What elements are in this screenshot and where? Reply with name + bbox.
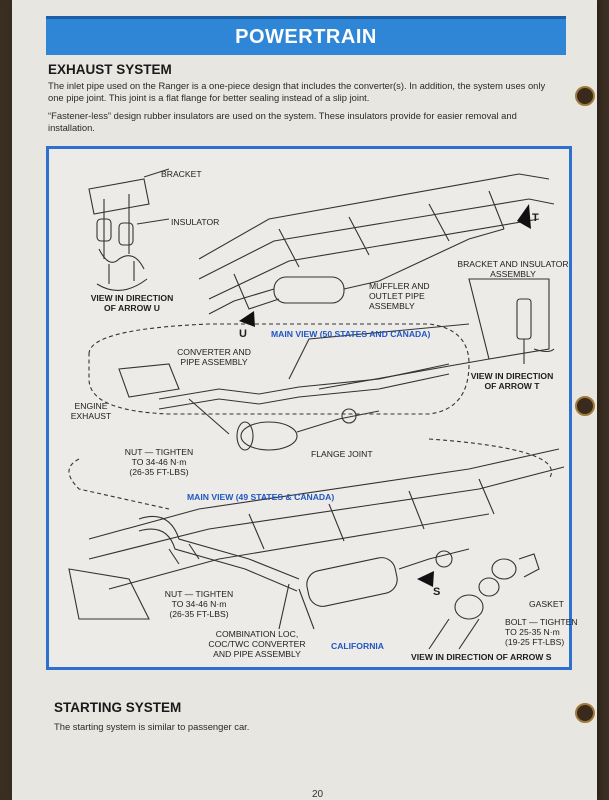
text-line: NUT — TIGHTEN [124, 447, 194, 457]
label-converter: CONVERTER AND PIPE ASSEMBLY [169, 347, 259, 367]
label-arrow-s: S [433, 586, 441, 598]
text-line: The inlet pipe used on the Ranger is a o… [48, 80, 546, 91]
text-line: NUT — TIGHTEN [164, 589, 234, 599]
frame-rails-drawing [198, 173, 555, 310]
text-line: (26-35 FT-LBS) [129, 467, 189, 477]
view-s-drawing [428, 553, 540, 650]
text-line: ASSEMBLY [369, 301, 415, 311]
bracket-view-drawing [88, 168, 170, 291]
label-california: CALIFORNIA [331, 641, 384, 651]
text-line: AND PIPE ASSEMBLY [213, 649, 301, 659]
label-main-view-49: MAIN VIEW (49 STATES & CANADA) [187, 492, 335, 502]
main-view-49-drawing [118, 323, 490, 451]
label-engine-exhaust: ENGINE EXHAUST [61, 401, 121, 421]
muffler-drawing [208, 228, 505, 315]
page-number: 20 [312, 789, 324, 800]
label-main-view-50: MAIN VIEW (50 STATES AND CANADA) [271, 329, 431, 339]
text-line: COMBINATION LOC, [215, 629, 299, 639]
text-line: one pipe joint. This joint is a flat fla… [48, 92, 370, 103]
section-title: POWERTRAIN [235, 25, 377, 48]
text-line: OUTLET PIPE [369, 291, 425, 301]
text-line: CONVERTER AND [177, 347, 251, 357]
label-muffler: MUFFLER AND OUTLET PIPE ASSEMBLY [369, 281, 430, 311]
text-line: VIEW IN DIRECTION [90, 293, 174, 303]
exhaust-paragraph-2: “Fastener-less” design rubber insulators… [48, 110, 573, 134]
starting-paragraph: The starting system is similar to passen… [54, 721, 250, 732]
bracket-t-drawing [468, 278, 555, 364]
arrow-t-marker [517, 204, 531, 229]
exhaust-diagram: BRACKET INSULATOR VIEW IN DIRECTION OF A… [46, 146, 578, 670]
label-bracket: BRACKET [161, 169, 202, 179]
text-line: MUFFLER AND [369, 281, 430, 291]
text-line: BOLT — TIGHTEN [505, 617, 578, 627]
arrow-u-marker [239, 311, 255, 327]
starting-heading: STARTING SYSTEM [54, 700, 182, 715]
text-line: ASSEMBLY [490, 269, 536, 279]
text-line: OF ARROW U [103, 303, 160, 313]
label-view-arrow-s: VIEW IN DIRECTION OF ARROW S [411, 652, 552, 662]
label-gasket: GASKET [529, 599, 564, 609]
arrow-s-marker [417, 571, 434, 587]
text-line: (26-35 FT-LBS) [169, 609, 229, 619]
label-view-arrow-u: VIEW IN DIRECTION OF ARROW U [77, 293, 187, 313]
text-line: TO 34-46 N·m [131, 457, 187, 467]
text-line: “Fastener-less” design rubber insulators… [48, 110, 517, 121]
text-line: installation. [48, 122, 95, 133]
label-view-arrow-t: VIEW IN DIRECTION OF ARROW T [457, 371, 567, 391]
exhaust-heading: EXHAUST SYSTEM [48, 62, 172, 77]
text-line: EXHAUST [70, 411, 112, 421]
label-arrow-u: U [239, 328, 247, 340]
text-line: ENGINE [74, 401, 108, 411]
text-line: TO 25-35 N·m [505, 627, 560, 637]
label-flange-joint: FLANGE JOINT [311, 449, 373, 459]
label-arrow-t: T [532, 212, 539, 224]
label-insulator: INSULATOR [171, 217, 220, 227]
binder-hole [575, 703, 595, 723]
text-line: PIPE ASSEMBLY [180, 357, 248, 367]
text-line: COC/TWC CONVERTER [208, 639, 306, 649]
text-line: TO 34-46 N·m [171, 599, 227, 609]
text-line: OF ARROW T [484, 381, 540, 391]
text-line: VIEW IN DIRECTION [470, 371, 554, 381]
manual-page: POWERTRAIN EXHAUST SYSTEM The inlet pipe… [12, 0, 597, 800]
exhaust-diagram-drawing [68, 168, 565, 650]
exhaust-paragraph-1: The inlet pipe used on the Ranger is a o… [48, 80, 573, 104]
lower-frame-drawing [68, 448, 565, 620]
binder-hole [575, 396, 595, 416]
label-combination-converter: COMBINATION LOC, COC/TWC CONVERTER AND P… [197, 629, 317, 659]
binder-hole [575, 86, 595, 106]
label-nut-torque-2: NUT — TIGHTEN TO 34-46 N·m (26-35 FT-LBS… [149, 589, 249, 619]
label-bolt-torque: BOLT — TIGHTEN TO 25-35 N·m (19-25 FT-LB… [505, 617, 578, 647]
label-nut-torque-1: NUT — TIGHTEN TO 34-46 N·m (26-35 FT-LBS… [109, 447, 209, 477]
text-line: (19-25 FT-LBS) [505, 637, 565, 647]
text-line: BRACKET AND INSULATOR [457, 259, 569, 269]
label-bracket-insulator: BRACKET AND INSULATOR ASSEMBLY [449, 259, 577, 279]
california-converter-drawing [138, 515, 470, 630]
section-banner: POWERTRAIN [46, 16, 566, 55]
